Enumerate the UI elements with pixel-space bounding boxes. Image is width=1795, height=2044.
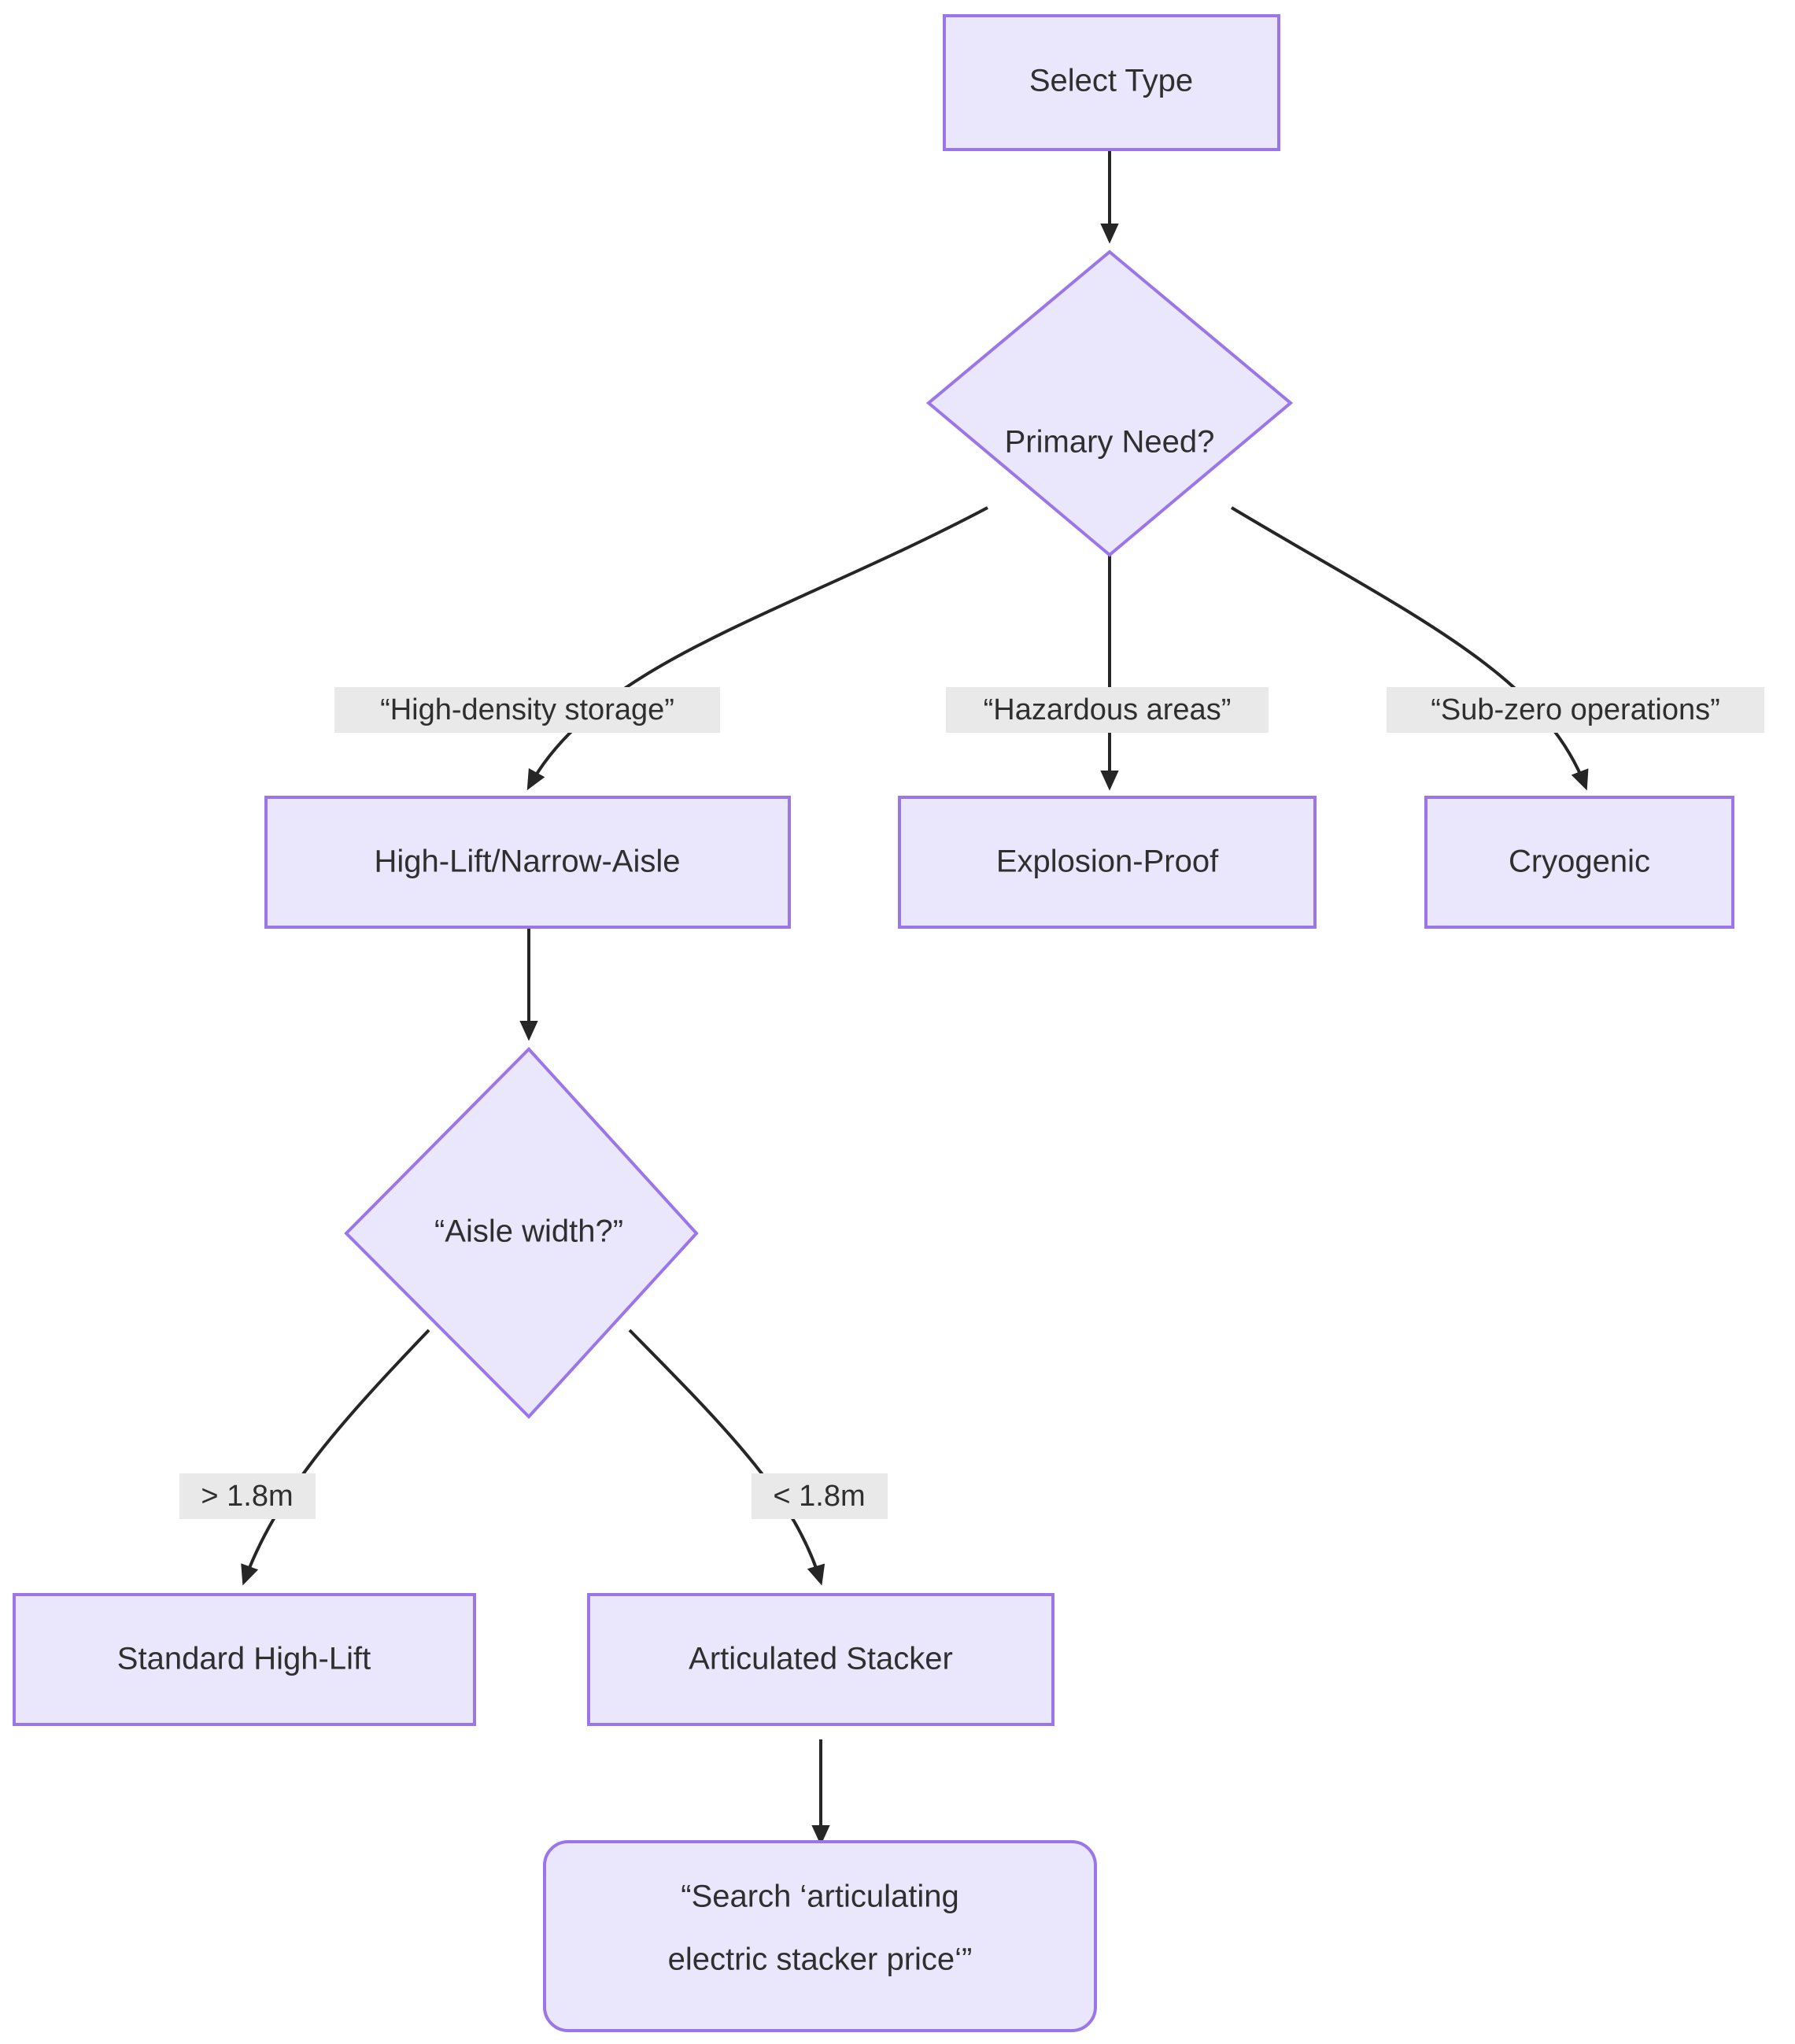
node-explosion-proof[interactable]: Explosion-Proof (898, 796, 1317, 929)
node-cryogenic[interactable]: Cryogenic (1424, 796, 1734, 929)
node-primary-need[interactable]: Primary Need? (925, 249, 1294, 557)
node-label-line-2: electric stacker price‘” (668, 1942, 973, 1977)
node-standard-high-lift[interactable]: Standard High-Lift (13, 1593, 476, 1726)
edge-labels-layer: “High-density storage” “Hazardous areas”… (179, 687, 1764, 1519)
edge-label-greater-than-1-8m: > 1.8m (179, 1473, 316, 1519)
node-shape-rounded-rectangle[interactable] (543, 1840, 1097, 2032)
node-shape-rectangle[interactable] (587, 1593, 1054, 1726)
edge-label-high-density-storage: “High-density storage” (334, 687, 720, 733)
node-aisle-width[interactable]: “Aisle width?” (344, 1047, 699, 1419)
node-high-lift-narrow-aisle[interactable]: High-Lift/Narrow-Aisle (264, 796, 791, 929)
node-label: “Aisle width?” (434, 1214, 623, 1249)
node-shape-rectangle[interactable] (943, 14, 1280, 151)
edge-label-background (179, 1473, 316, 1519)
edge-aisle-width-to-articulated-stacker (628, 1329, 825, 1586)
node-label: Articulated Stacker (689, 1642, 953, 1676)
node-shape-rectangle[interactable] (1424, 796, 1734, 929)
node-label-line-1: “Search ‘articulating (681, 1880, 959, 1914)
edge-label-text: “Sub-zero operations” (1431, 693, 1720, 726)
node-label: Explosion-Proof (996, 845, 1219, 879)
edge-aisle-width-to-standard-high-lift (241, 1329, 430, 1586)
edge-label-less-than-1-8m: < 1.8m (752, 1473, 888, 1519)
edges-layer (241, 150, 1589, 1846)
edge-label-text: > 1.8m (201, 1480, 293, 1513)
node-shape-diamond[interactable] (344, 1047, 699, 1419)
edge-label-sub-zero-operations: “Sub-zero operations” (1387, 687, 1764, 733)
node-label: Primary Need? (1005, 425, 1215, 460)
node-articulated-stacker[interactable]: Articulated Stacker (587, 1593, 1054, 1726)
node-label: Standard High-Lift (117, 1642, 371, 1676)
node-label: Cryogenic (1509, 845, 1650, 879)
edge-label-background (946, 687, 1269, 733)
node-shape-diamond[interactable] (925, 249, 1294, 557)
edge-label-hazardous-areas: “Hazardous areas” (946, 687, 1269, 733)
node-shape-rectangle[interactable] (898, 796, 1317, 929)
node-select-type[interactable]: Select Type (943, 14, 1280, 151)
node-search-query[interactable]: “Search ‘articulating electric stacker p… (543, 1840, 1097, 2032)
node-label: Select Type (1029, 64, 1193, 98)
edge-label-text: < 1.8m (773, 1480, 865, 1513)
edge-primary-need-to-high-lift (526, 506, 988, 791)
nodes-layer: Select Type Primary Need? High-Lift/Narr… (13, 14, 1734, 2032)
edge-label-text: “Hazardous areas” (984, 693, 1232, 726)
edge-label-background (334, 687, 720, 733)
edge-primary-need-to-cryogenic (1230, 506, 1589, 791)
edge-label-background (1387, 687, 1764, 733)
node-shape-rectangle[interactable] (264, 796, 791, 929)
edge-label-text: “High-density storage” (380, 693, 674, 726)
node-label: High-Lift/Narrow-Aisle (375, 845, 681, 879)
edge-label-background (752, 1473, 888, 1519)
node-shape-rectangle[interactable] (13, 1593, 476, 1726)
